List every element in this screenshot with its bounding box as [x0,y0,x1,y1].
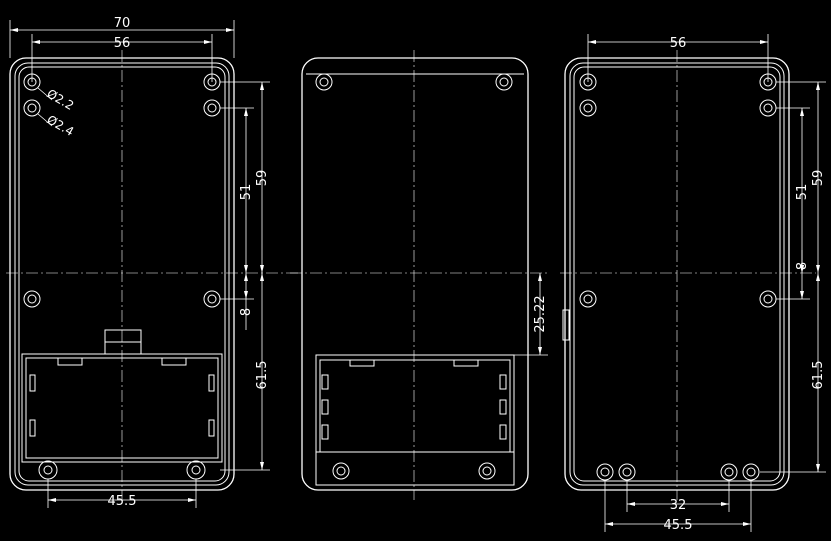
front-mounting-holes [23,73,221,480]
front-dim-59-label: 59 [255,170,270,187]
middle-mounting-holes [315,73,513,480]
front-hole-diameter-2-2-label: Ø2.2 [45,86,77,112]
back-dim-56-label: 56 [670,36,687,51]
middle-outer-outline [301,57,529,491]
front-dim-70-label: 70 [114,16,131,31]
front-dim-56-label: 56 [114,36,131,51]
front-dim-61-5-label: 61.5 [255,361,270,390]
front-dim-51-label: 51 [239,184,254,201]
back-dim-8-label: 8 [795,262,810,270]
middle-view: 25.22 [290,50,548,500]
back-dim-59-label: 59 [811,170,826,187]
front-battery-compartment [21,329,223,463]
middle-battery-compartment [315,354,515,486]
back-mounting-holes [579,73,777,481]
front-hole-diameter-2-4-label: Ø2.4 [45,112,77,138]
back-view: 56 59 51 8 61.5 32 45.5 [560,34,826,533]
front-dim-45-5-label: 45.5 [108,494,137,509]
back-dim-51-label: 51 [795,184,810,201]
front-view: Ø2.2 Ø2.4 70 56 [6,16,300,509]
middle-dim-25-22-label: 25.22 [533,295,548,332]
front-dim-8-label: 8 [239,308,254,316]
back-dim-45-5-label: 45.5 [664,518,693,533]
back-dim-32-label: 32 [670,498,687,513]
back-dim-61-5-label: 61.5 [811,361,826,390]
